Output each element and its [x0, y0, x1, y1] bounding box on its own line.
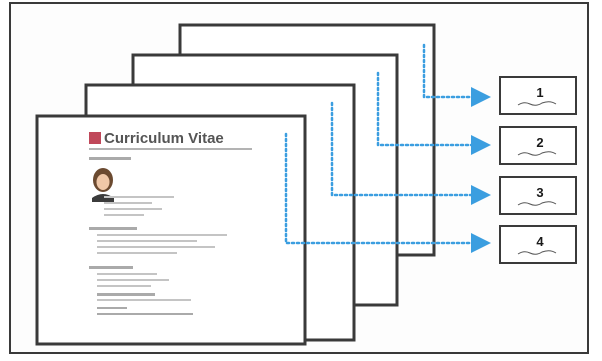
- arrow-2: [376, 71, 491, 155]
- box-3-label: 3: [536, 185, 543, 200]
- numbered-box-3: 3: [499, 176, 577, 215]
- cv-skills-lines: [97, 299, 191, 301]
- signature-scribble-4: [517, 250, 557, 255]
- cv-section-heading-3: [89, 266, 133, 269]
- signature-scribble-2: [517, 151, 557, 156]
- cv-section-heading-5: [97, 307, 127, 309]
- cv-section-heading: [89, 157, 131, 160]
- cv-signature-line: [97, 313, 193, 315]
- arrow-4: [284, 132, 491, 253]
- cv-education-lines: [97, 273, 169, 287]
- cv-experience-lines: [97, 234, 227, 254]
- box-4-label: 4: [536, 234, 544, 249]
- cv-title: Curriculum Vitae: [104, 130, 224, 147]
- cv-section-heading-4: [97, 293, 155, 296]
- arrow-3: [330, 101, 491, 205]
- cv-personal-lines: [104, 196, 174, 216]
- page-front-cv: [35, 114, 307, 346]
- numbered-box-2: 2: [499, 126, 577, 165]
- cv-section-heading-2: [89, 227, 137, 230]
- avatar: [92, 168, 114, 202]
- arrow-1: [422, 43, 491, 107]
- cv-title-icon: [89, 132, 101, 144]
- signature-scribble-3: [517, 201, 557, 206]
- numbered-box-4: 4: [499, 225, 577, 264]
- box-2-label: 2: [536, 135, 543, 150]
- box-1-label: 1: [536, 85, 543, 100]
- signature-scribble-1: [517, 101, 557, 106]
- numbered-box-1: 1: [499, 76, 577, 115]
